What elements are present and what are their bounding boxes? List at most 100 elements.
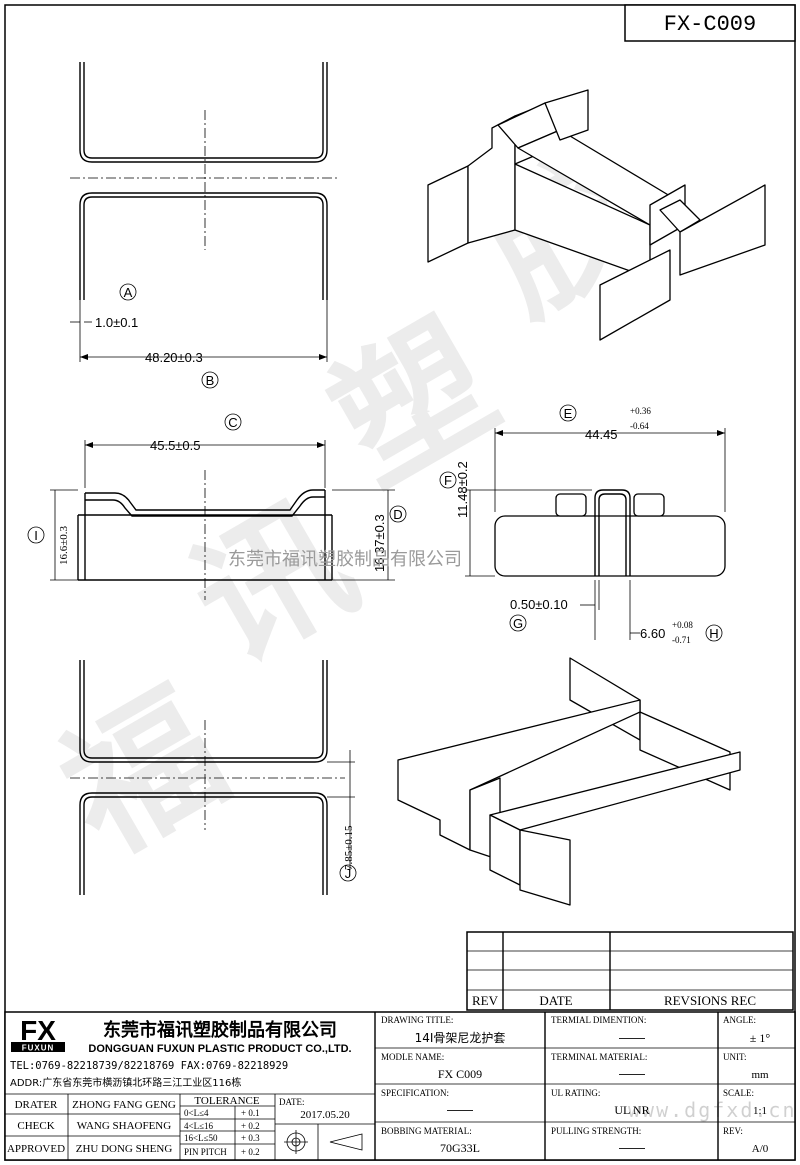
tolerance-range-3: 16<L≤50 (184, 1133, 218, 1143)
marker-f: F (444, 473, 452, 488)
tolerance-value-3: + 0.3 (241, 1133, 260, 1143)
watermark-char-2: 讯 (165, 471, 382, 697)
watermark-company: 东莞市福讯塑胶制品有限公司 (228, 549, 462, 570)
company-logo: FX (20, 1015, 56, 1046)
model-name: FX C009 (438, 1067, 482, 1081)
marker-j-circle (339, 864, 357, 882)
dim-front-height-left: 16.6±0.3 (58, 525, 70, 565)
rev-header-records: REVSIONS REC (664, 993, 756, 1008)
projection-symbol-icon (284, 1130, 363, 1154)
marker-g: G (513, 616, 523, 631)
drawing-number: FX-C009 (664, 12, 756, 37)
rev-header-rev: REV (472, 993, 499, 1008)
scale-label: SCALE: (723, 1088, 754, 1098)
dim-side-depth-tol-minus: -0.71 (672, 635, 691, 645)
revision-table (466, 931, 794, 1011)
drater-name: ZHONG FANG GENG (72, 1099, 176, 1111)
dim-side-width-tol-plus: +0.36 (630, 406, 651, 416)
front-view (50, 440, 395, 600)
drawing-number-box (624, 4, 796, 42)
dim-top-width: 48.20±0.3 (145, 350, 203, 365)
marker-j: J (345, 866, 352, 881)
marker-e: E (564, 406, 573, 421)
unit-label: UNIT: (723, 1052, 747, 1062)
tolerance-value-4: + 0.2 (241, 1147, 260, 1157)
rev-header-date: DATE (539, 993, 572, 1008)
date-value: 2017.05.20 (300, 1109, 350, 1121)
tolerance-range-4: PIN PITCH (184, 1147, 227, 1157)
dim-front-height-right: 16.37±0.3 (372, 514, 387, 572)
dim-front-width: 45.5±0.5 (150, 438, 201, 453)
marker-f-circle (439, 471, 457, 489)
scale-value: 1:1 (753, 1105, 767, 1117)
tolerance-value-2: + 0.2 (241, 1121, 260, 1131)
approved-name: ZHU DONG SHENG (76, 1143, 173, 1155)
dim-side-height: 11.48±0.2 (455, 461, 470, 518)
top-view (70, 62, 340, 362)
tolerance-range-1: 0<L≤4 (184, 1108, 209, 1118)
marker-g-circle (509, 614, 527, 632)
drawing-title-label: DRAWING TITLE: (381, 1015, 453, 1025)
marker-h-circle (705, 624, 723, 642)
iso-view-bottom (397, 657, 741, 906)
marker-a-circle (119, 283, 137, 301)
approved-label: APPROVED (7, 1143, 65, 1155)
tolerance-label: TOLERANCE (194, 1095, 259, 1107)
drater-label: DRATER (15, 1099, 58, 1111)
marker-d-circle (389, 505, 407, 523)
term-dim-value: —— (619, 1030, 645, 1045)
marker-c: C (228, 415, 237, 430)
company-tel: TEL:0769-82218739/82218769 FAX:0769-8221… (10, 1060, 288, 1072)
company-addr: ADDR:广东省东莞市横沥镇北环路三江工业区116栋 (10, 1076, 241, 1089)
unit-value: mm (751, 1069, 769, 1081)
pull-value: —— (619, 1140, 645, 1155)
term-mat-label: TERMINAL MATERIAL: (551, 1052, 647, 1062)
bobbin-label: BOBBING MATERIAL: (381, 1126, 472, 1136)
watermark-char-3: 塑 (305, 291, 522, 517)
pull-label: PULLING STRENGTH: (551, 1126, 641, 1136)
ul-value: UL NR (614, 1103, 649, 1117)
dim-bottom-gap: 7.85±0.15 (343, 825, 355, 870)
dim-side-depth: 6.60 (640, 626, 665, 641)
dim-side-slot: 0.50±0.10 (510, 597, 568, 612)
rev-value: A/0 (752, 1143, 769, 1155)
date-label: DATE: (279, 1097, 305, 1107)
marker-e-circle (559, 404, 577, 422)
title-block (4, 1011, 796, 1161)
marker-a: A (124, 285, 133, 300)
model-label: MODLE NAME: (381, 1052, 444, 1062)
marker-b-circle (201, 371, 219, 389)
bobbin-value: 70G33L (440, 1141, 480, 1155)
term-dim-label: TERMIAL DIMENTION: (551, 1015, 646, 1025)
angle-value: ± 1° (750, 1031, 771, 1045)
check-name: WANG SHAOFENG (77, 1120, 171, 1132)
rev-label: REV: (723, 1126, 743, 1136)
watermark-char-1: 福 (35, 661, 253, 887)
company-name-en: DONGGUAN FUXUN PLASTIC PRODUCT CO.,LTD. (88, 1043, 351, 1055)
company-name-cn: 东莞市福讯塑胶制品有限公司 (103, 1019, 337, 1041)
check-label: CHECK (17, 1120, 54, 1132)
ul-label: UL RATING: (551, 1088, 600, 1098)
logo-sub-bar (11, 1042, 65, 1052)
marker-c-circle (224, 413, 242, 431)
logo-sub: FUXUN (22, 1044, 55, 1053)
dim-side-width-tol-minus: -0.64 (630, 421, 649, 431)
drawing-title: 14I骨架尼龙护套 (415, 1031, 506, 1045)
marker-h: H (709, 626, 718, 641)
dim-side-width: 44.45 (585, 427, 618, 442)
iso-view-top (427, 89, 766, 341)
dim-side-depth-tol-plus: +0.08 (672, 620, 693, 630)
marker-b: B (206, 373, 215, 388)
marker-i-circle (27, 526, 45, 544)
marker-i: I (34, 528, 38, 543)
angle-label: ANGLE: (723, 1015, 756, 1025)
dim-thickness: 1.0±0.1 (95, 315, 138, 330)
side-view (465, 428, 726, 640)
bottom-view (70, 660, 355, 895)
watermark-url: www.dgfxd.cn (628, 1098, 797, 1122)
marker-d: D (393, 507, 402, 522)
tolerance-value-1: + 0.1 (241, 1108, 260, 1118)
spec-value: —— (447, 1102, 473, 1117)
tolerance-range-2: 4<L≤16 (184, 1121, 214, 1131)
